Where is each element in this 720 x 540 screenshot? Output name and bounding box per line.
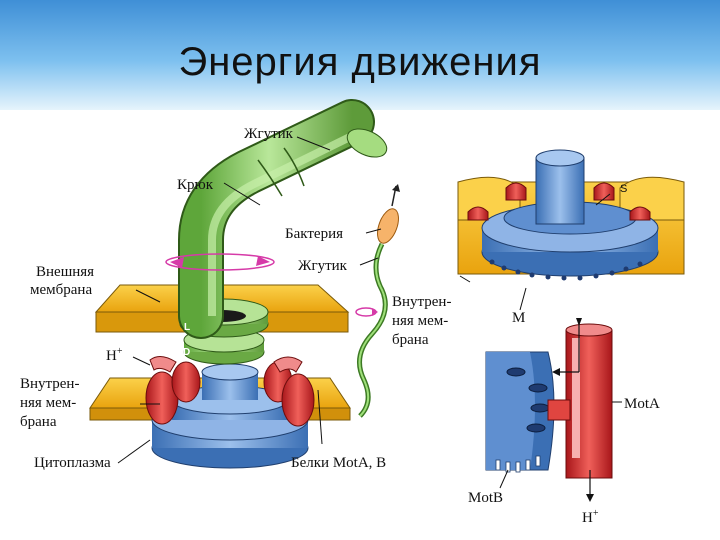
label-inner-membrane-right-2: няя мем- — [392, 313, 448, 329]
label-s-ring: S — [620, 183, 627, 195]
bacterium-flagellum — [360, 244, 386, 416]
label-inner-membrane-left-3: брана — [20, 414, 57, 430]
rotor-shaft — [536, 158, 584, 224]
label-outer-membrane-1: Внешняя — [36, 264, 94, 280]
left-motor-illustration — [90, 122, 391, 468]
label-proton: H+ — [106, 346, 123, 364]
mota-motb-illustration — [486, 318, 622, 502]
sm-ring-illustration — [458, 150, 684, 310]
label-inner-membrane-right-3: брана — [392, 332, 429, 348]
label-d-ring: D — [183, 347, 190, 358]
label-l-ring: L — [184, 322, 190, 333]
label-bacterium: Бактерия — [285, 226, 343, 242]
label-inner-membrane-right-1: Внутрен- — [392, 294, 451, 310]
label-inner-membrane-left-2: няя мем- — [20, 395, 76, 411]
label-mota: MotA — [624, 396, 660, 412]
label-flagellum-2: Жгутик — [298, 258, 348, 274]
label-outer-membrane-2: мембрана — [30, 282, 92, 298]
label-hook: Крюк — [177, 177, 214, 193]
label-m-ring: M — [512, 310, 525, 326]
label-proteins: Белки MotA, B — [291, 455, 386, 471]
label-inner-membrane-left-1: Внутрен- — [20, 376, 79, 392]
label-cytoplasm: Цитоплазма — [34, 455, 111, 471]
label-proton-bottom: H+ — [582, 508, 599, 526]
label-motb: MotB — [468, 490, 503, 506]
bacterium-cell — [373, 206, 402, 246]
label-flagellum: Жгутик — [244, 126, 294, 142]
